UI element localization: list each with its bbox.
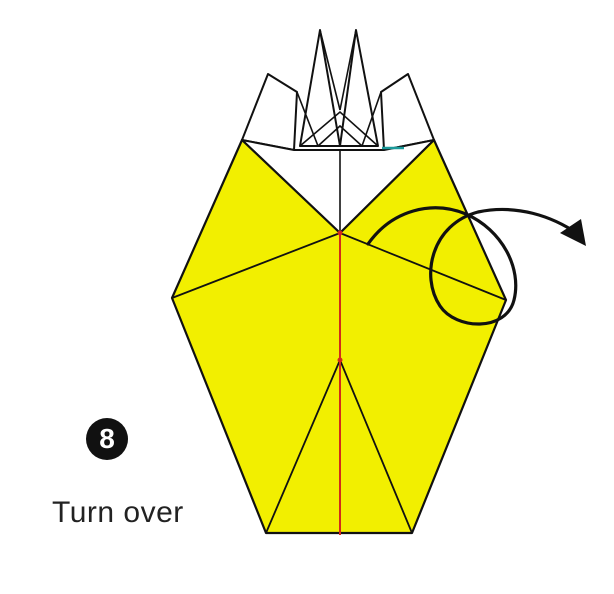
crease-point (337, 357, 343, 363)
inner-crease (339, 29, 357, 111)
step-number-badge: 8 (86, 418, 128, 460)
turn-over-arrow-icon (366, 206, 586, 326)
inner-crease (319, 29, 341, 111)
left-outer-flap (241, 73, 298, 151)
top-flaps (241, 29, 435, 234)
right-outer-flap (380, 73, 435, 151)
fold-line-left (171, 232, 341, 299)
step-caption: Turn over (52, 496, 184, 529)
diamond-crease (317, 124, 363, 147)
crease-point (337, 230, 343, 236)
right-flap-inner (361, 91, 382, 147)
right-spike (339, 29, 379, 147)
yellow-body (170, 138, 508, 535)
arrow-head (560, 219, 586, 246)
step-number: 8 (99, 423, 115, 454)
left-flap-inner (296, 91, 319, 147)
left-spike (299, 29, 341, 147)
